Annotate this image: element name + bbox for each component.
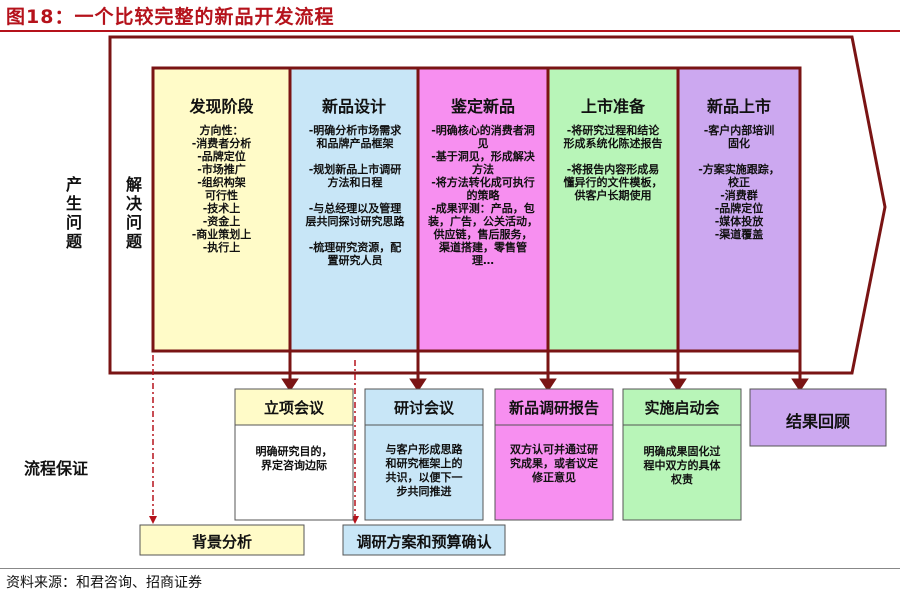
stage-text-launch: -客户内部培训固化-方案实施跟踪，校正-消费群-品牌定位-媒体投放-渠道覆盖 (698, 124, 780, 241)
meeting-body-box-3 (494, 424, 614, 521)
meeting-body-box-1 (234, 424, 354, 521)
stage-box-4 (546, 66, 680, 353)
bottom-box-2 (342, 524, 506, 556)
stage-text-evaluation: -明确核心的消费者洞见-基于洞见，形成解决方法-将方法转化成可执行的策略-成果评… (428, 124, 538, 267)
label-solution: 解决问题 (125, 175, 142, 251)
stage-title-design: 新品设计 (321, 97, 386, 116)
arrowhead-1 (281, 378, 299, 392)
stage-title-discovery: 发现阶段 (189, 97, 254, 116)
meeting-title-box-3 (494, 388, 614, 426)
meeting-body-box-4 (622, 424, 742, 521)
source-note: 资料来源：和君咨询、招商证券 (6, 575, 202, 591)
final-review-title: 结果回顾 (785, 412, 850, 431)
stage-title-launch: 新品上市 (706, 97, 771, 116)
stage-title-evaluation: 鉴定新品 (450, 97, 515, 116)
meeting-title-box-4 (622, 388, 742, 426)
meeting-text-workshop: 与客户形成思路和研究框架上的共识，以便下一步共同推进 (385, 443, 463, 498)
meeting-title-implementation: 实施启动会 (644, 399, 720, 417)
stage-box-1 (151, 66, 292, 353)
meeting-body-box-2 (364, 424, 484, 521)
arrowhead-5 (791, 378, 809, 392)
label-problem: 产生问题 (65, 175, 82, 251)
stage-title-launch-prep: 上市准备 (580, 97, 645, 116)
arrowhead-2 (409, 378, 427, 392)
stage-box-5 (676, 66, 802, 353)
title-rule (0, 30, 900, 32)
dashed-arrowhead-1 (149, 516, 157, 524)
meeting-text-implementation: 明确成果固化过程中双方的具体权责 (643, 445, 721, 486)
stage-text-discovery: 方向性：-消费者分析-品牌定位-市场推广-组织构架可行性-技术上-资金上-商业策… (191, 124, 252, 254)
meeting-title-kickoff: 立项会议 (263, 399, 324, 417)
stage-text-launch-prep: -将研究过程和结论形成系统化陈述报告-将报告内容形成易懂异行的文件模板，供客户长… (563, 124, 663, 202)
stage-box-3 (416, 66, 550, 353)
final-review-box (749, 388, 887, 447)
meeting-title-report: 新品调研报告 (508, 399, 599, 417)
bottom-label-research-plan: 调研方案和预算确认 (356, 533, 492, 551)
label-process: 流程保证 (24, 459, 89, 478)
source-rule (0, 568, 900, 569)
stage-text-design: -明确分析市场需求和品牌产品框架-规划新品上市调研方法和日程-与总经理以及管理层… (305, 124, 405, 267)
meeting-text-kickoff: 明确研究目的，界定咨询边际 (255, 445, 333, 472)
bottom-label-background: 背景分析 (191, 533, 252, 551)
figure-title: 图18：一个比较完整的新品开发流程 (6, 6, 335, 28)
meeting-title-box-1 (234, 388, 354, 426)
arrowhead-4 (669, 378, 687, 392)
bottom-box-1 (139, 524, 305, 556)
meeting-title-box-2 (364, 388, 484, 426)
meeting-text-report: 双方认可并通过研究成果，或者议定修正意见 (510, 443, 598, 484)
arrowhead-3 (539, 378, 557, 392)
meeting-title-workshop: 研讨会议 (393, 399, 454, 417)
